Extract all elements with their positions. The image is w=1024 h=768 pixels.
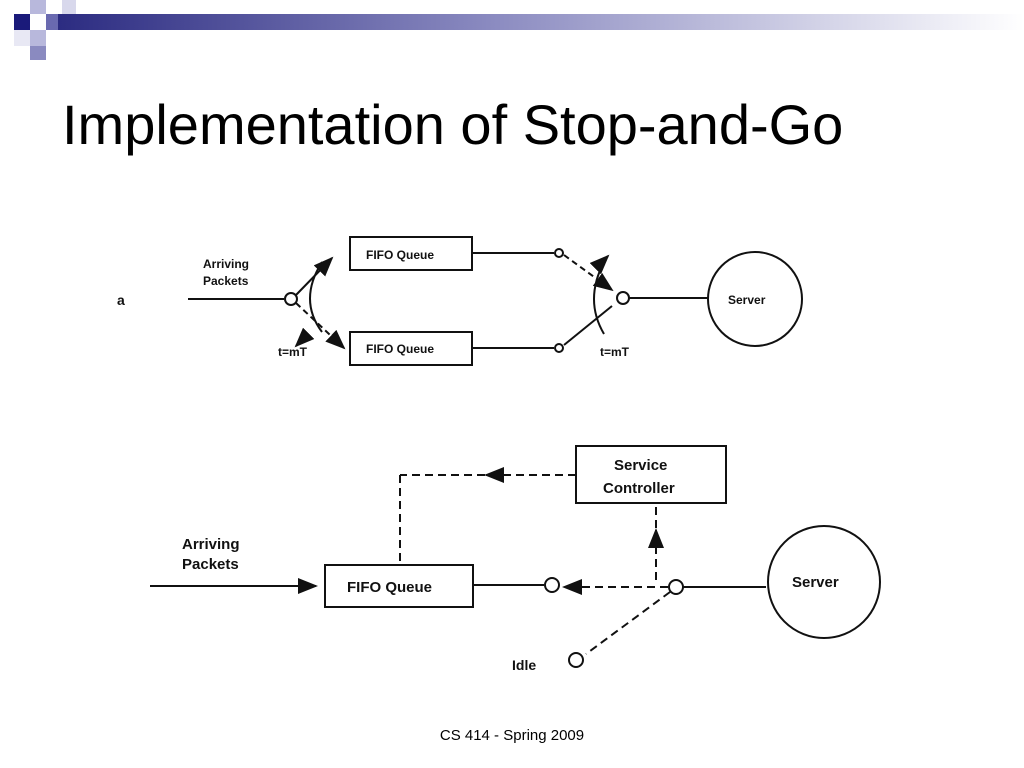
deco-square (30, 30, 46, 46)
deco-square (30, 46, 46, 60)
server-top-label: Server (728, 293, 766, 307)
input-switch-pivot (284, 292, 298, 306)
label-a: a (117, 292, 125, 308)
fifo-queue-lower (349, 331, 473, 366)
deco-square (30, 0, 46, 14)
arriving-packets-line2: Packets (203, 274, 249, 288)
bottom-diagram: Arriving Packets FIFO Queue Server Idle … (150, 445, 881, 673)
slide-footer: CS 414 - Spring 2009 (439, 727, 585, 744)
output-switch-label: t=mT (600, 345, 630, 359)
queue-output-node (544, 577, 560, 593)
server-bottom-label: Server (792, 574, 839, 591)
slide-title: Implementation of Stop-and-Go (62, 93, 844, 156)
deco-square (46, 14, 58, 30)
server-bottom (767, 525, 881, 639)
output-switch-arm-lower (563, 305, 613, 346)
arriving-packets-line1: Arriving (182, 536, 240, 553)
idle-label: Idle (512, 657, 536, 673)
header-decoration (14, 0, 1024, 60)
header-gradient-band (50, 14, 1024, 30)
arriving-packets-line2: Packets (182, 556, 239, 573)
output-switch-arc (593, 261, 605, 335)
input-switch-label: t=mT (278, 345, 308, 359)
idle-node (568, 652, 584, 668)
service-controller (575, 445, 727, 504)
deco-square (62, 0, 76, 14)
lower-queue-output-node (554, 343, 564, 353)
service-controller-line1: Service (614, 457, 667, 474)
output-switch-pivot (616, 291, 630, 305)
server-top (707, 251, 803, 347)
output-switch-pivot (668, 579, 684, 595)
upper-queue-output-node (554, 248, 564, 258)
fifo-queue-label: FIFO Queue (347, 579, 432, 596)
idle-switch-arm (585, 591, 671, 655)
deco-square (14, 14, 30, 30)
arriving-packets-line1: Arriving (203, 257, 249, 271)
top-diagram: a Arriving Packets t=mT FIFO Queue FIFO … (117, 236, 803, 366)
fifo-queue (324, 564, 474, 608)
deco-square (14, 30, 30, 46)
fifo-queue-lower-label: FIFO Queue (366, 342, 434, 356)
service-controller-line2: Controller (603, 480, 675, 497)
input-switch-arc (309, 261, 323, 333)
output-switch-arc-arrow (589, 254, 610, 275)
input-switch-arc-arrow (294, 327, 315, 348)
fifo-queue-upper-label: FIFO Queue (366, 248, 434, 262)
input-switch-arm-lower (295, 302, 346, 350)
